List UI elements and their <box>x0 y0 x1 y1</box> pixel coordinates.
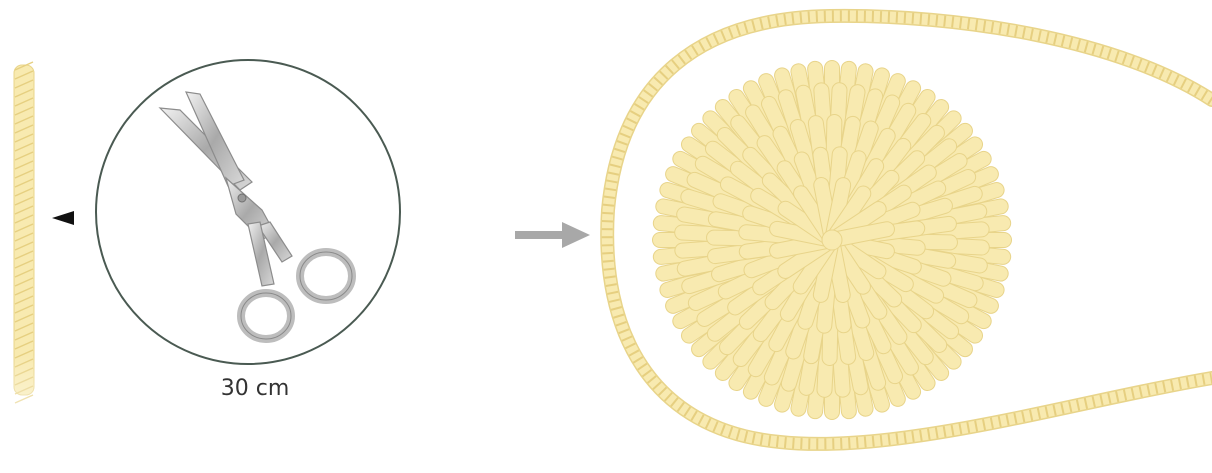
rope-segment <box>14 62 34 403</box>
pompom <box>660 68 1004 412</box>
right-arrow-icon <box>515 222 590 248</box>
pointer-arrow-icon <box>52 211 74 225</box>
length-label: 30 cm <box>180 376 330 401</box>
